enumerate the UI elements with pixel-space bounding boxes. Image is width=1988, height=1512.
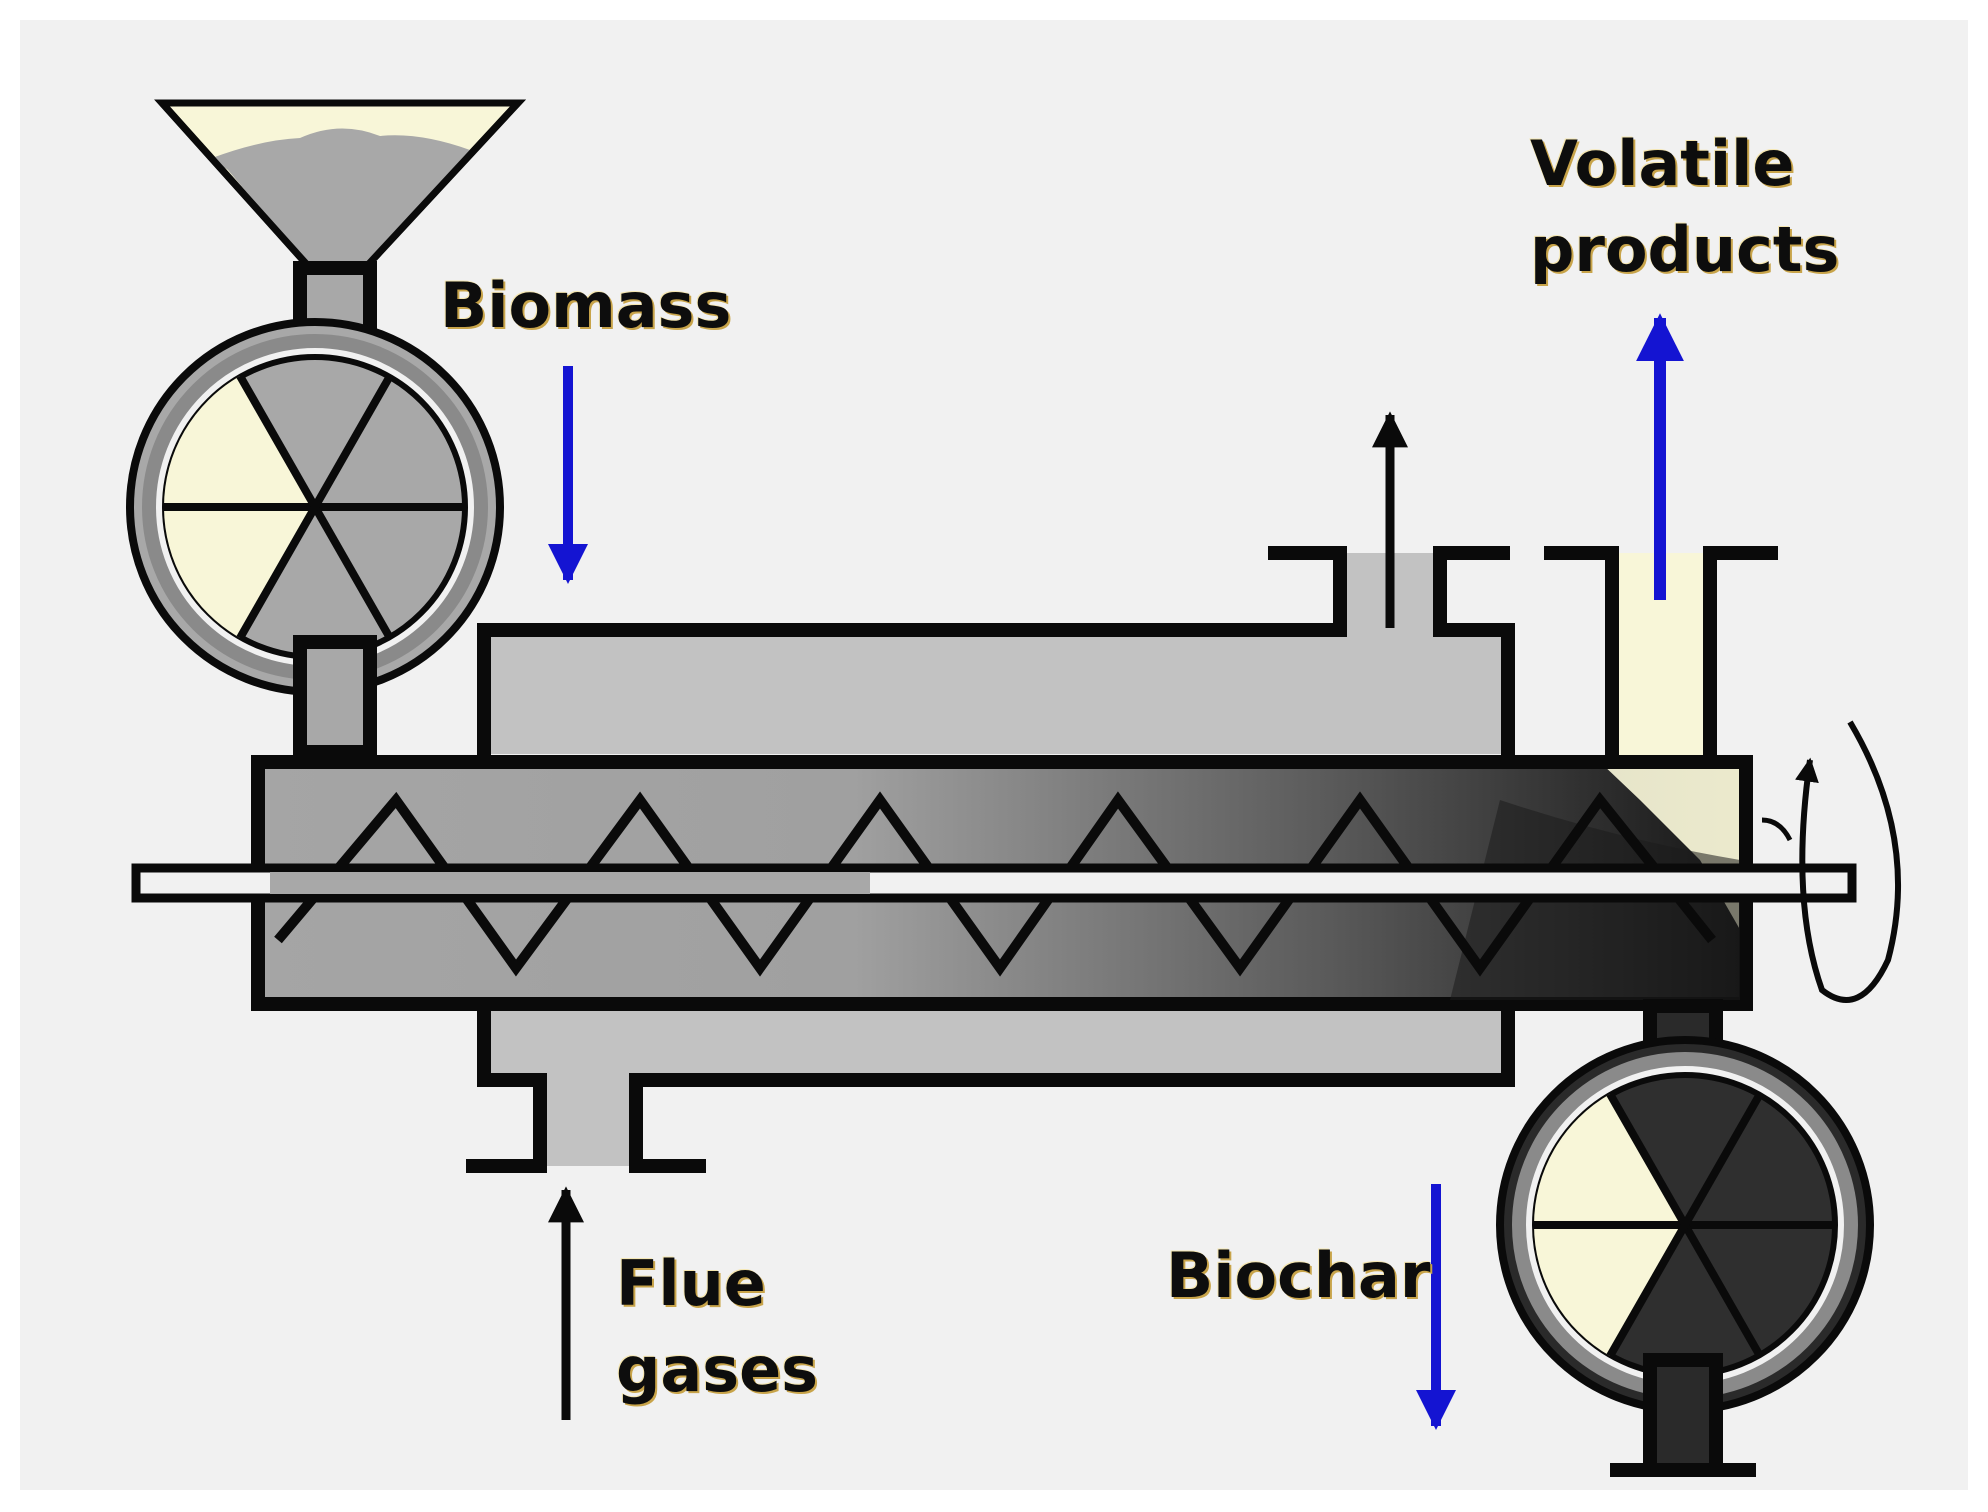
flue-gases-label-line2: gases [616,1333,819,1406]
upper-heating-jacket [477,411,1515,756]
lower-heating-jacket [466,1004,1515,1173]
volatile-outlet-duct [1544,546,1778,765]
biomass-label: Biomass [440,269,732,342]
flue-gases-label-line1: Flue [616,1247,766,1320]
biochar-label: Biochar [1166,1239,1431,1312]
volatile-products-label-line1: Volatile [1530,127,1795,200]
biochar-rotary-valve [1496,999,1874,1477]
volatile-products-label-line2: products [1530,213,1840,286]
screw-flights [131,791,1857,977]
feed-rotary-valve [126,318,504,759]
rotation-arrow [1761,720,1902,1003]
